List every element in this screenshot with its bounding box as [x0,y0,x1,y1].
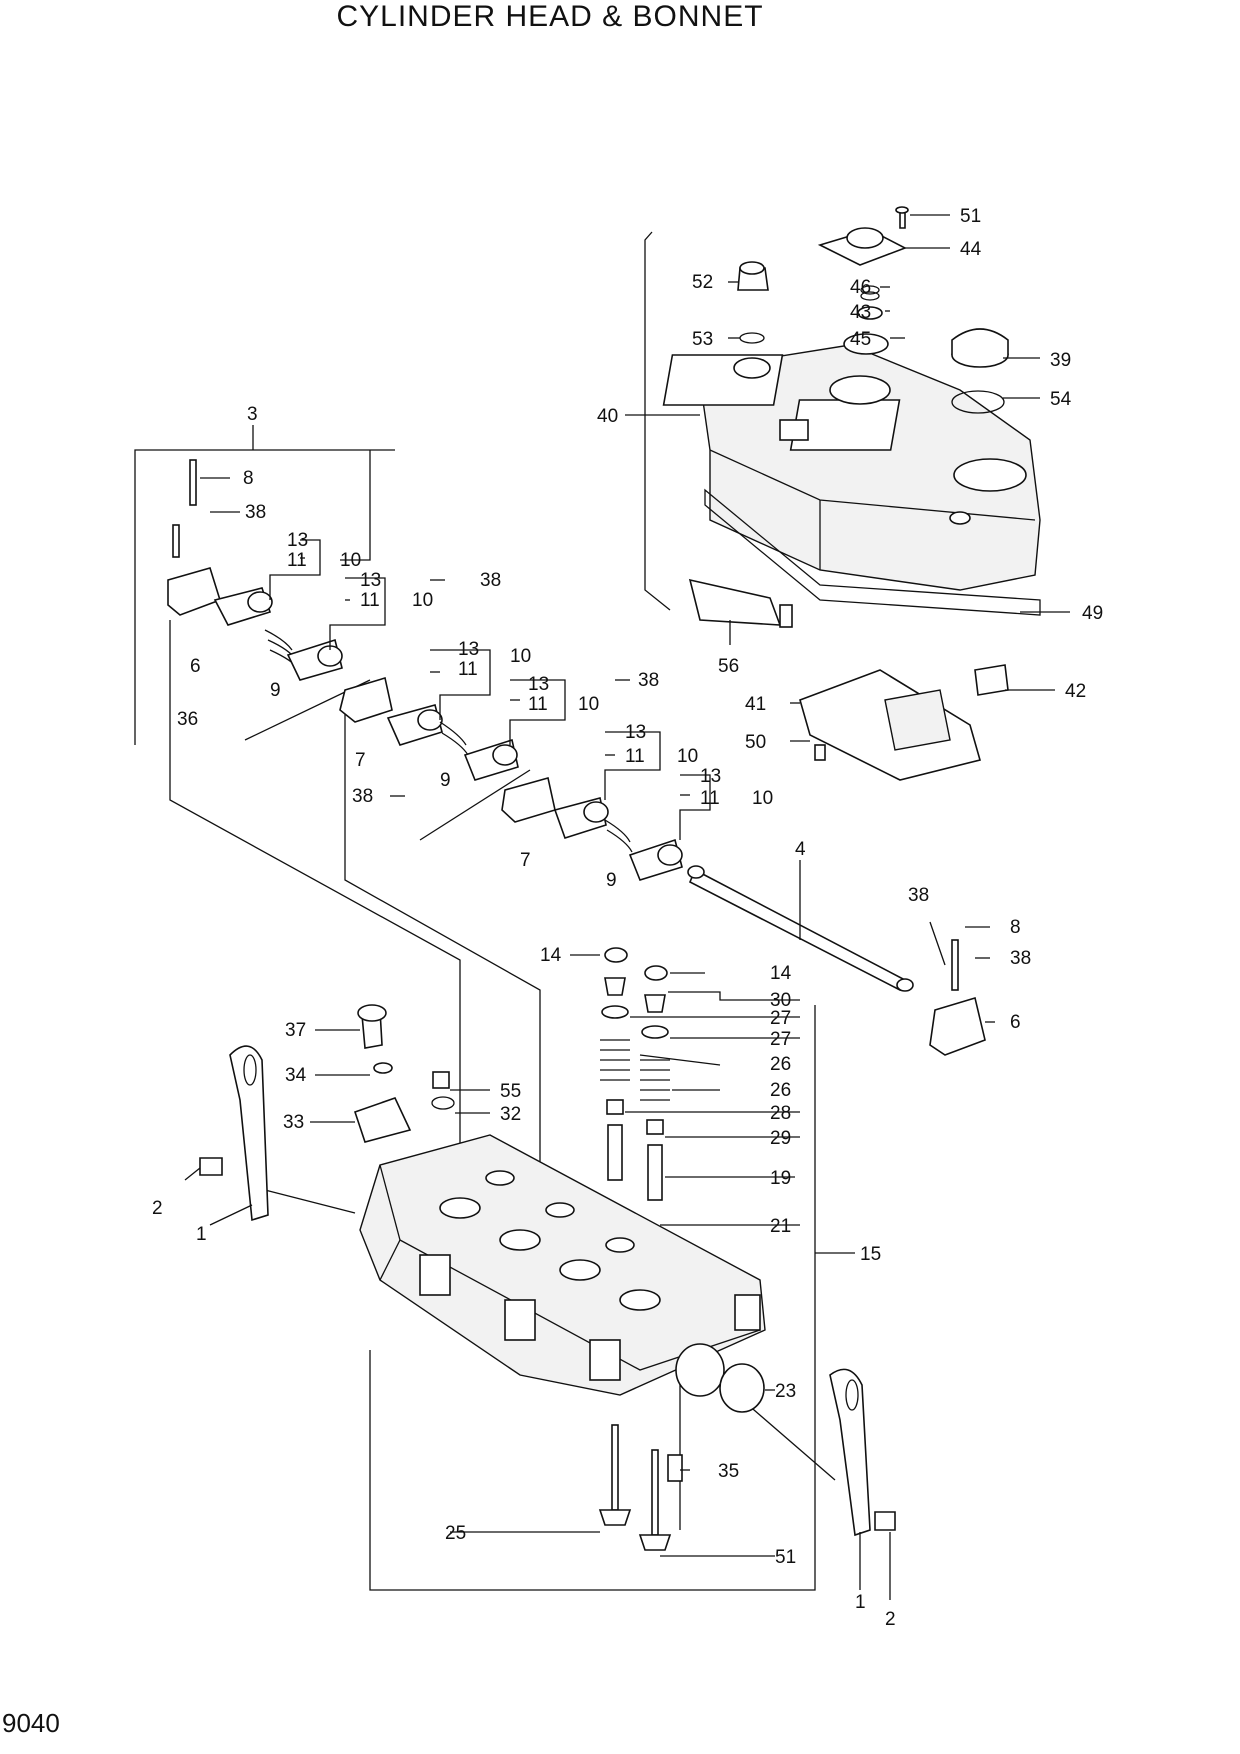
plug-and-washer [737,261,769,344]
callout-46: 46 [850,277,871,298]
bonnet-valve-cover [662,344,1041,616]
callout-1: 1 [855,1592,866,1613]
callout-55: 55 [500,1081,521,1102]
page-number: 9040 [2,1708,60,1738]
callout-26: 26 [770,1080,791,1101]
callout-7: 7 [520,850,531,871]
group-brackets [134,231,855,1591]
callout-7: 7 [355,750,366,771]
callout-10: 10 [412,590,433,611]
callout-21: 21 [770,1216,791,1237]
callout-25: 25 [445,1523,466,1544]
leader-lines [184,214,1070,1600]
callout-13: 13 [287,530,308,551]
callout-3: 3 [247,404,258,425]
callout-37: 37 [285,1020,306,1041]
callout-33: 33 [283,1112,304,1133]
rocker-assemblies [167,459,986,1056]
callout-54: 54 [1050,389,1072,410]
callout-38: 38 [352,786,373,807]
callout-11: 11 [360,590,380,611]
callout-6: 6 [1010,1012,1021,1033]
callout-42: 42 [1065,681,1086,702]
oil-filler-cap [951,328,1009,414]
callout-8: 8 [243,468,254,489]
callout-45: 45 [850,329,871,350]
cylinder-head [359,1134,766,1413]
callout-1: 1 [196,1224,207,1245]
cover-plate [799,664,1009,781]
callout-41: 41 [745,694,766,715]
callout-9: 9 [270,680,281,701]
callout-39: 39 [1050,350,1071,371]
callout-38: 38 [480,570,501,591]
callout-38: 38 [908,885,929,906]
callout-52: 52 [692,272,713,293]
callout-35: 35 [718,1461,739,1482]
callout-44: 44 [960,239,982,260]
callout-38: 38 [638,670,659,691]
page-title: CYLINDER HEAD & BONNET [336,0,764,33]
callout-13: 13 [528,674,549,695]
callout-11: 11 [458,659,478,680]
callout-43: 43 [850,302,871,323]
callout-13: 13 [700,766,721,787]
callout-11: 11 [625,746,645,767]
callout-27: 27 [770,1008,791,1029]
callout-13: 13 [458,639,479,660]
callout-2: 2 [152,1198,163,1219]
callout-4: 4 [795,839,806,860]
callout-29: 29 [770,1128,791,1149]
callout-38: 38 [245,502,266,523]
callout-49: 49 [1082,603,1103,624]
callout-40: 40 [597,406,618,427]
callout-50: 50 [745,732,766,753]
callout-32: 32 [500,1104,521,1125]
callout-23: 23 [775,1381,796,1402]
callout-28: 28 [770,1103,791,1124]
callout-6: 6 [190,656,201,677]
callout-56: 56 [718,656,739,677]
callout-9: 9 [440,770,451,791]
callout-19: 19 [770,1168,791,1189]
callout-30: 30 [770,990,791,1011]
callout-51: 51 [775,1547,796,1568]
callout-13: 13 [360,570,381,591]
callout-14: 14 [540,945,562,966]
callout-8: 8 [1010,917,1021,938]
callout-11: 11 [528,694,548,715]
callout-53: 53 [692,329,713,350]
callout-36: 36 [177,709,198,730]
callout-14: 14 [770,963,792,984]
callout-15: 15 [860,1244,881,1265]
callout-10: 10 [578,694,599,715]
valve-train-parts [353,947,683,1551]
callout-13: 13 [625,722,646,743]
callout-9: 9 [606,870,617,891]
callout-10: 10 [340,550,361,571]
callout-27: 27 [770,1029,791,1050]
callout-51: 51 [960,206,981,227]
callout-labels: 51 44 46 43 45 52 53 39 54 40 49 56 42 4… [152,206,1103,1630]
callout-2: 2 [885,1609,896,1630]
callout-38: 38 [1010,948,1031,969]
sealant-tube [688,578,793,628]
callout-10: 10 [677,746,698,767]
callout-11: 11 [287,550,307,571]
callout-10: 10 [752,788,773,809]
callout-10: 10 [510,646,531,667]
callout-26: 26 [770,1054,791,1075]
lifting-brackets [199,1045,896,1537]
callout-11: 11 [700,788,720,809]
callout-34: 34 [285,1065,307,1086]
